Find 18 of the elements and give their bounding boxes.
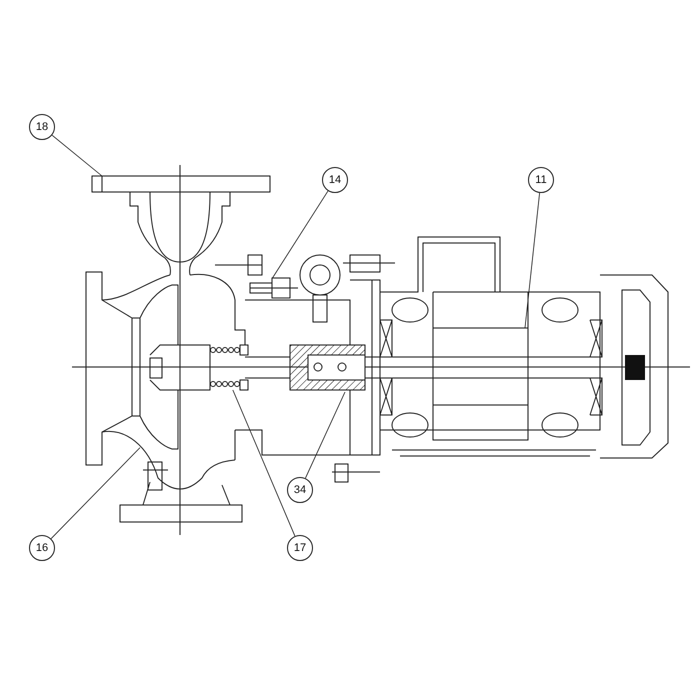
callout-number: 14 xyxy=(322,167,348,193)
leader-line xyxy=(232,390,296,536)
callout-number: 11 xyxy=(528,167,554,193)
bolt-drawing xyxy=(250,278,298,298)
callout-number: 17 xyxy=(287,535,313,561)
leader-line xyxy=(50,447,140,540)
impeller-drawing xyxy=(140,284,210,450)
leader-line xyxy=(272,190,328,278)
callout-number: 18 xyxy=(29,114,55,140)
discharge-flange-drawing xyxy=(92,176,270,192)
leader-line xyxy=(305,392,346,479)
leader-line xyxy=(52,134,102,176)
callout-number: 34 xyxy=(287,477,313,503)
rotor-drawing xyxy=(432,328,528,406)
leader-line xyxy=(524,192,540,328)
callout-number: 16 xyxy=(29,535,55,561)
mechanical-seal-drawing xyxy=(210,344,248,390)
shaft-sleeve-drawing xyxy=(290,344,366,390)
